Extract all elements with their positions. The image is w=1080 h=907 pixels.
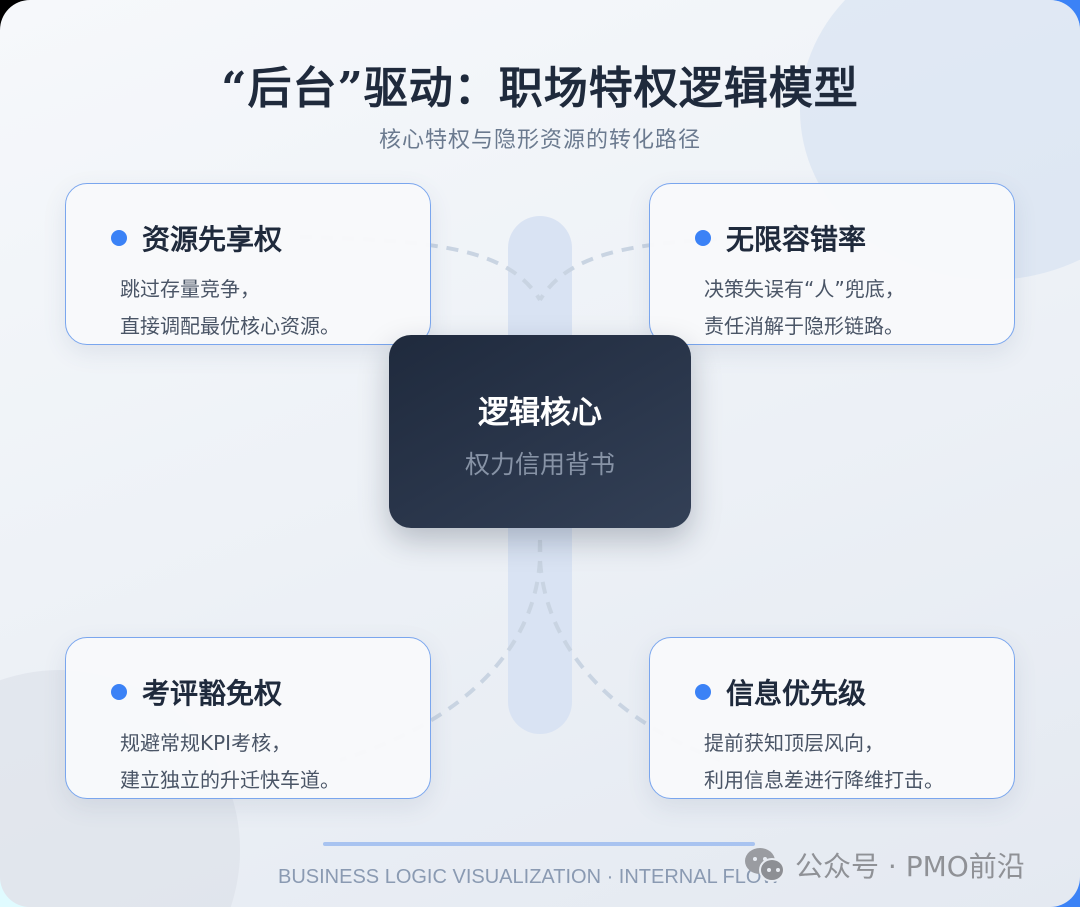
card-description: 决策失误有“人”兜底， [704, 277, 905, 301]
card-title: 无限容错率 [726, 223, 867, 256]
watermark-text: 公众号 · PMO前沿 [795, 850, 1025, 883]
page-subtitle: 核心特权与隐形资源的转化路径 [378, 128, 701, 153]
card-title: 考评豁免权 [142, 677, 283, 710]
footer-caption: BUSINESS LOGIC VISUALIZATION · INTERNAL … [278, 866, 781, 888]
page-title: “后台”驱动：职场特权逻辑模型 [221, 63, 859, 114]
bullet-icon [695, 230, 711, 246]
core-title: 逻辑核心 [478, 395, 602, 431]
core-logic-box: 逻辑核心 权力信用背书 [389, 335, 691, 528]
bullet-icon [111, 230, 127, 246]
card-resource-priority: 资源先享权 跳过存量竞争， 直接调配最优核心资源。 [65, 183, 431, 345]
card-description: 提前获知顶层风向， [704, 731, 884, 755]
card-description: 跳过存量竞争， [120, 277, 260, 301]
card-evaluation-exemption: 考评豁免权 规避常规KPI考核， 建立独立的升迁快车道。 [65, 637, 431, 799]
card-description: 规避常规KPI考核， [120, 731, 292, 755]
core-subtitle: 权力信用背书 [464, 450, 615, 479]
bullet-icon [111, 684, 127, 700]
wechat-icon [745, 846, 789, 884]
card-description: 责任消解于隐形链路。 [704, 314, 904, 338]
card-title: 信息优先级 [726, 677, 867, 710]
card-error-tolerance: 无限容错率 决策失误有“人”兜底， 责任消解于隐形链路。 [649, 183, 1015, 345]
bullet-icon [695, 684, 711, 700]
card-information-priority: 信息优先级 提前获知顶层风向， 利用信息差进行降维打击。 [649, 637, 1015, 799]
card-description: 直接调配最优核心资源。 [120, 314, 340, 338]
watermark: 公众号 · PMO前沿 [745, 845, 1025, 885]
card-title: 资源先享权 [142, 223, 283, 256]
footer-divider [323, 842, 755, 846]
card-description: 利用信息差进行降维打击。 [704, 768, 944, 792]
card-description: 建立独立的升迁快车道。 [120, 768, 340, 792]
